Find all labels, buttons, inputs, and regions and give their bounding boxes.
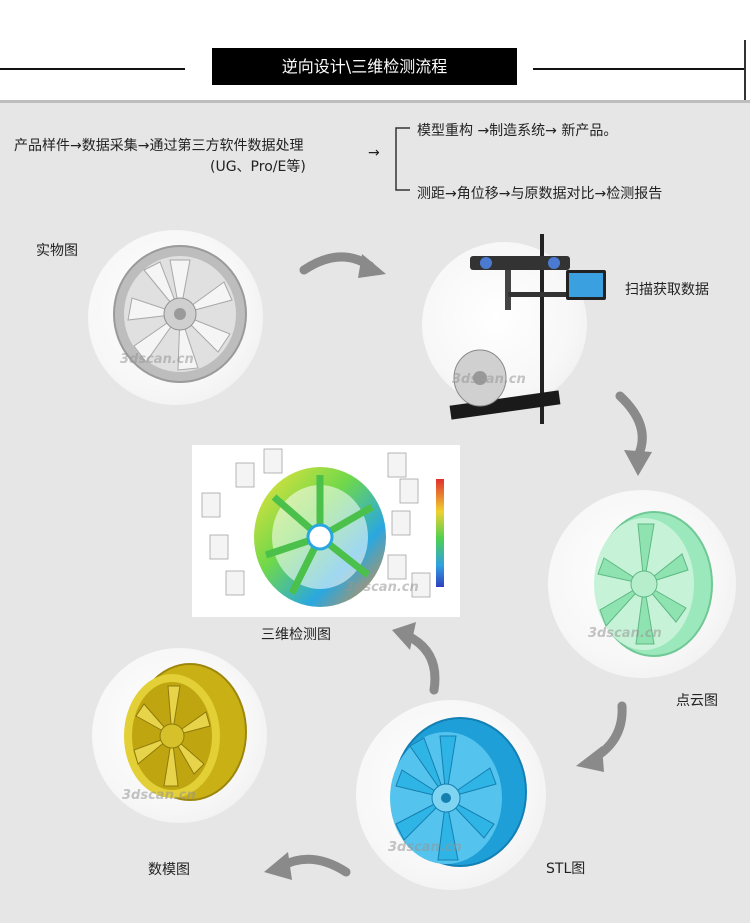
watermark: 3dscan.cn bbox=[345, 580, 419, 595]
label-physical: 实物图 bbox=[36, 243, 78, 259]
label-cad: 数模图 bbox=[148, 862, 190, 878]
curved-arrow-icon bbox=[299, 252, 386, 278]
watermark: 3dscan.cn bbox=[588, 626, 662, 641]
watermark: 3dscan.cn bbox=[120, 352, 194, 367]
mint-wheel-image bbox=[594, 511, 713, 657]
gold-wheel-image bbox=[124, 663, 247, 801]
flow-line1-sub: (UG、Pro/E等) bbox=[210, 159, 306, 175]
header-rule-right bbox=[533, 68, 745, 70]
watermark: 3dscan.cn bbox=[388, 840, 462, 855]
scanner-rig-image bbox=[449, 234, 606, 424]
flow-arrow: → bbox=[368, 145, 380, 161]
page-title: 逆向设计\三维检测流程 bbox=[212, 48, 517, 85]
label-scan: 扫描获取数据 bbox=[625, 282, 709, 298]
header-right-edge bbox=[744, 40, 746, 102]
silver-wheel-image bbox=[113, 245, 247, 383]
cyan-wheel-image bbox=[390, 717, 527, 867]
inspection-colormap-image bbox=[192, 445, 460, 617]
flow-line1: 产品样件→数据采集→通过第三方软件数据处理 bbox=[14, 138, 304, 154]
curved-arrow-icon bbox=[264, 852, 351, 880]
flow-bracket bbox=[395, 127, 410, 191]
label-inspection: 三维检测图 bbox=[261, 627, 331, 643]
watermark: 3dscan.cn bbox=[122, 788, 196, 803]
header-rule-left bbox=[0, 68, 185, 70]
curved-arrow-icon bbox=[615, 391, 652, 476]
curved-arrow-icon bbox=[392, 622, 440, 695]
flow-branch-bottom: 测距→角位移→与原数据对比→检测报告 bbox=[417, 186, 663, 202]
flow-branch-top: 模型重构 →制造系统→ 新产品。 bbox=[417, 123, 618, 139]
header-divider bbox=[0, 100, 750, 103]
watermark: 3dscan.cn bbox=[452, 372, 526, 387]
label-stl: STL图 bbox=[546, 861, 586, 877]
curved-arrow-icon bbox=[576, 701, 627, 772]
label-point-cloud: 点云图 bbox=[676, 693, 718, 709]
